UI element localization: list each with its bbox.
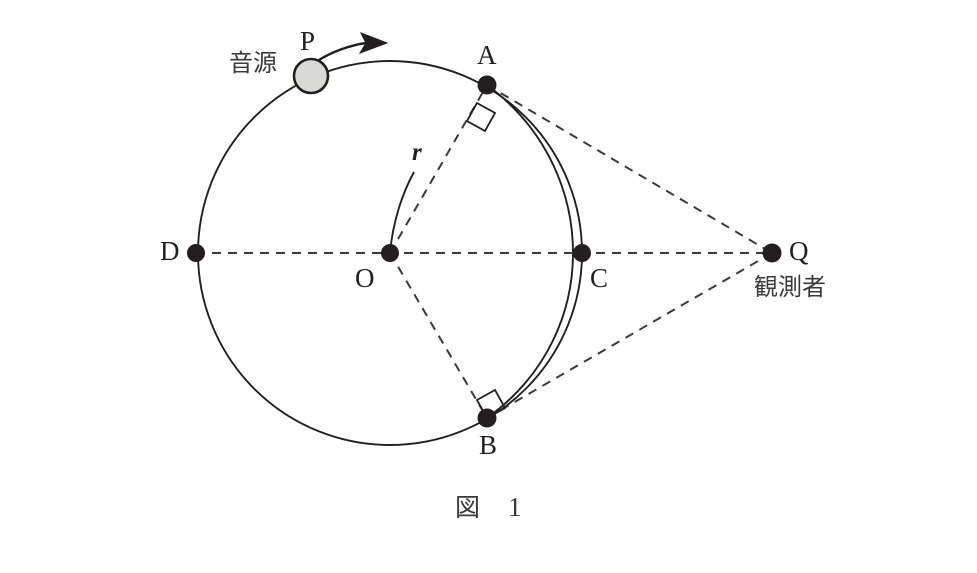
radius-leader-line (389, 171, 415, 254)
point-label-d: D (160, 236, 180, 266)
inner-arc-acb (486, 84, 574, 419)
sound-source-marker-p (292, 57, 330, 95)
figure-caption-number: 1 (508, 492, 522, 522)
dashed-line-bq (486, 252, 773, 419)
point-label-c: C (590, 263, 609, 293)
point-label-a: A (477, 40, 497, 70)
radius-label: r (412, 139, 422, 166)
point-label-b: B (479, 430, 498, 460)
observer-label: 観測者 (754, 273, 826, 301)
point-marker-d (187, 244, 205, 262)
motion-arrow-head-icon (358, 32, 389, 54)
point-label-o: O (355, 263, 375, 293)
dashed-line-aq (486, 84, 773, 254)
point-label-p: P (300, 26, 316, 56)
dashed-line-ob (389, 252, 488, 419)
motion-arrow-curve (315, 41, 367, 63)
point-marker-a (477, 75, 497, 95)
point-marker-b (477, 408, 497, 428)
sound-source-label: 音源 (229, 49, 277, 77)
right-angle-marker-a (465, 101, 497, 133)
point-marker-q (762, 243, 782, 263)
point-label-q: Q (789, 236, 809, 266)
point-marker-c (573, 244, 591, 262)
figure-caption-symbol: 図 (455, 493, 481, 522)
point-marker-o (381, 244, 399, 262)
